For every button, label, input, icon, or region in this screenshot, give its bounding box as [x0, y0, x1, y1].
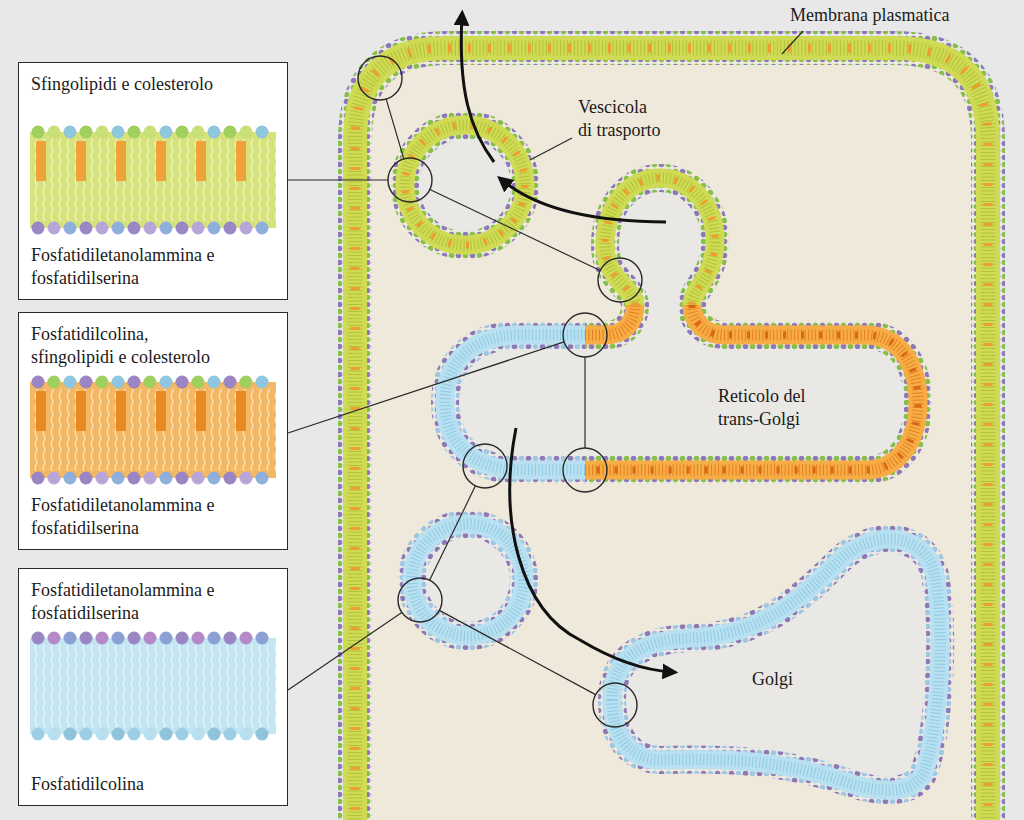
structure-label: Golgi: [752, 668, 832, 691]
golgi-lumen: [612, 539, 940, 790]
structure-label: Membrana plasmatica: [790, 4, 990, 27]
box-ground: [18, 62, 288, 300]
cytoplasm: [355, 48, 988, 820]
bilayer-detail: [30, 132, 276, 228]
box-body: Fosfatidiletanolammina e fosfatidilserin…: [31, 244, 277, 289]
box-ground: [18, 568, 288, 806]
leader-line: [288, 31, 803, 695]
structure-label: Vescicola di trasporto: [578, 96, 664, 141]
zoom-circle: [358, 56, 642, 727]
bilayer-detail: [30, 382, 276, 478]
structure-label: Reticolo del trans-Golgi: [718, 385, 828, 430]
plasma-membrane: [355, 48, 988, 820]
lipid-box: Sfingolipidi e colesteroloFosfatidiletan…: [18, 62, 288, 300]
box-heading: Sfingolipidi e colesterolo: [31, 73, 277, 96]
transport-arrow: [461, 16, 672, 672]
box-body: Fosfatidilcolina: [31, 773, 277, 796]
green-membrane: [405, 125, 715, 305]
box-heading: Fosfatidilcolina, sfingolipidi e coleste…: [31, 323, 231, 368]
box-body: Fosfatidiletanolammina e fosfatidilserin…: [31, 494, 277, 539]
blue-membrane: [412, 335, 940, 790]
orange-membrane: [585, 305, 918, 470]
lipid-box: Fosfatidilcolina, sfingolipidi e coleste…: [18, 312, 288, 550]
box-heading: Fosfatidiletanolammina e fosfatidilserin…: [31, 579, 277, 624]
lipid-box: Fosfatidiletanolammina e fosfatidilserin…: [18, 568, 288, 806]
box-ground: [18, 312, 288, 550]
bilayer-detail: [30, 638, 276, 734]
